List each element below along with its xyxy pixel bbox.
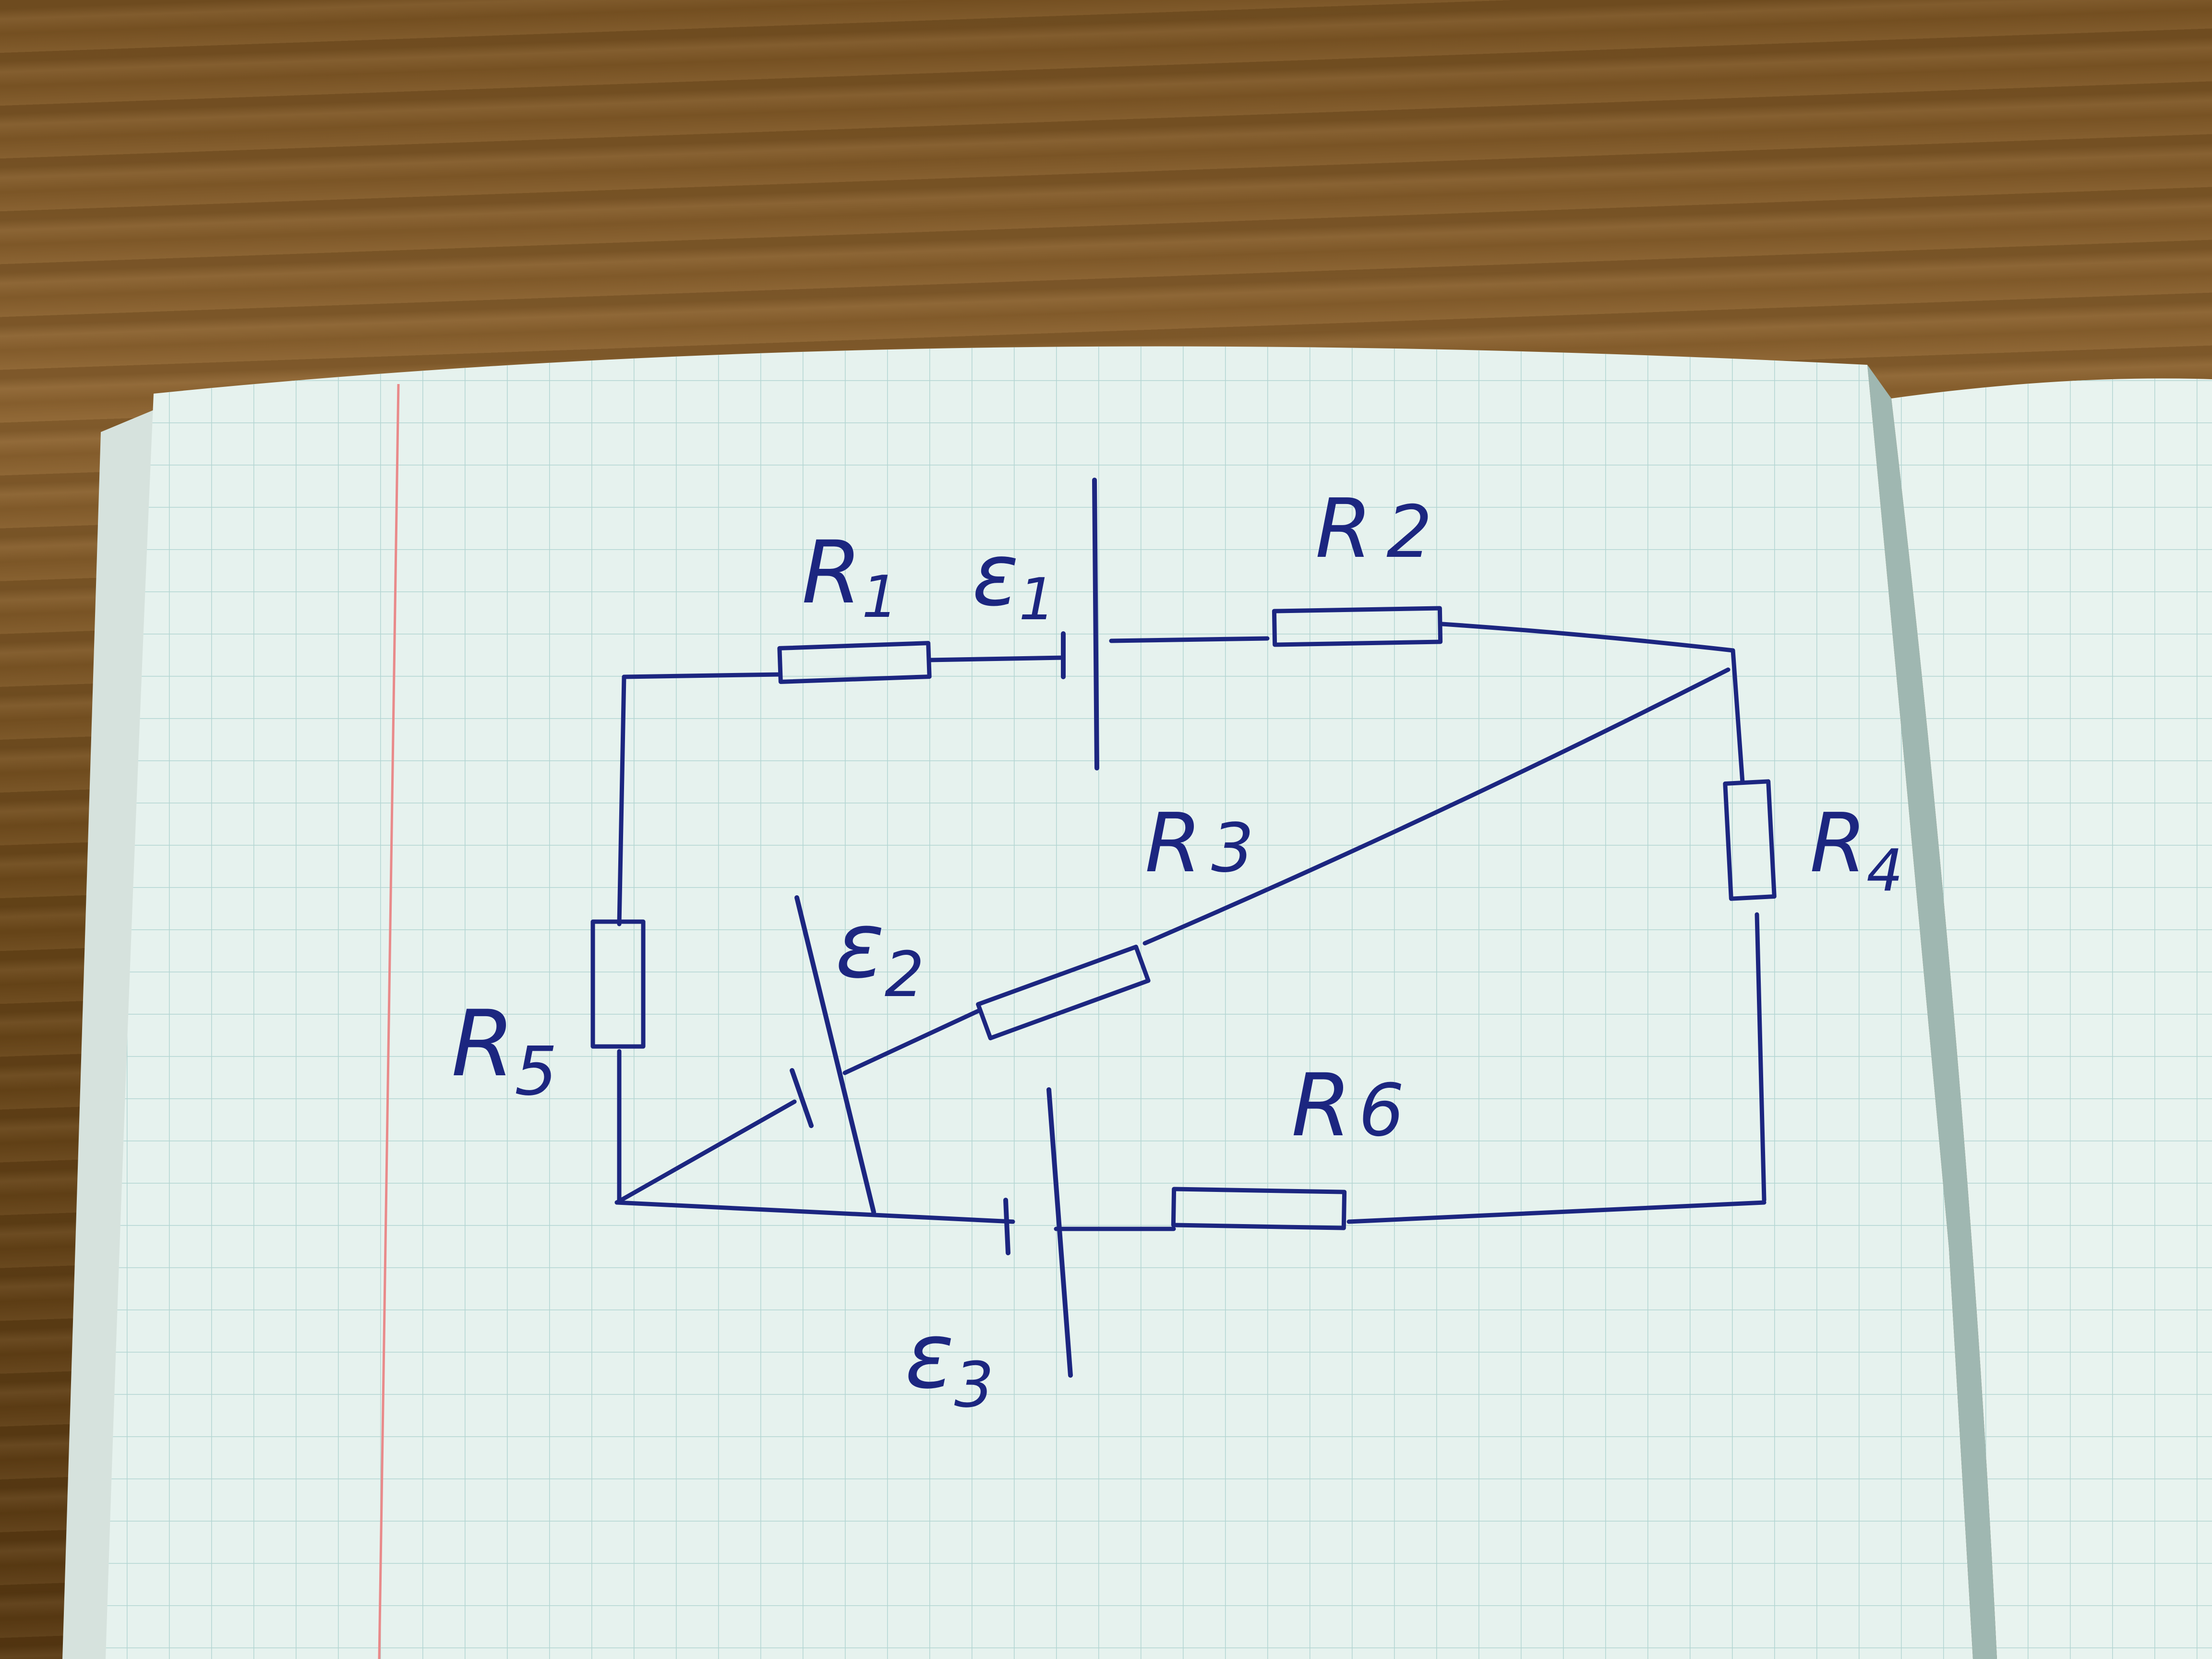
- circuit-wires: [614, 622, 1767, 1231]
- label-r1: R1: [802, 523, 898, 631]
- label-e1: ε1: [972, 525, 1056, 633]
- wire-e2-r3: [842, 1008, 982, 1075]
- wire-left-top: [617, 674, 626, 926]
- notebook-page-edge: [62, 408, 158, 1659]
- wire-e1-r2: [1109, 636, 1270, 643]
- resistors: [590, 606, 1777, 1230]
- resistor-r1: [777, 641, 932, 684]
- label-r5: R5: [451, 991, 557, 1111]
- wire-right-top: [1731, 648, 1745, 785]
- resistor-r5: [590, 919, 646, 1049]
- emf-e3-short-plate: [1003, 1198, 1010, 1255]
- wire-node-e2: [614, 1099, 797, 1205]
- resistor-r4: [1723, 779, 1777, 901]
- label-e3: ε3: [905, 1303, 994, 1421]
- notebook: [62, 346, 2212, 1659]
- notebook-margin-line: [378, 384, 400, 1659]
- emf-e3-long-plate: [1046, 1087, 1073, 1378]
- emf-e2-long-plate: [794, 895, 876, 1214]
- emf-sources: [790, 478, 1099, 1378]
- notebook-right-page-grid: [1891, 378, 2212, 1659]
- wire-right-bottom: [1755, 912, 1767, 1202]
- resistor-r6: [1171, 1187, 1347, 1230]
- emf-e1-long-plate: [1092, 478, 1099, 770]
- wire-bottom-right: [1346, 1200, 1767, 1224]
- wire-r3-node: [1142, 667, 1731, 946]
- notebook-spine-shadow: [1867, 365, 1997, 1659]
- emf-e2-short-plate: [790, 1068, 814, 1128]
- wire-r1-e1: [926, 655, 1066, 662]
- label-r4: R4: [1810, 796, 1903, 904]
- wire-r2-node: [1440, 622, 1735, 653]
- wire-e3-node: [614, 1200, 1015, 1224]
- notebook-left-page-grid: [106, 346, 1973, 1659]
- wire-top-left: [622, 672, 782, 679]
- resistor-r2: [1272, 606, 1443, 647]
- label-e2: ε2: [835, 892, 924, 1011]
- resistor-r3: [976, 944, 1151, 1041]
